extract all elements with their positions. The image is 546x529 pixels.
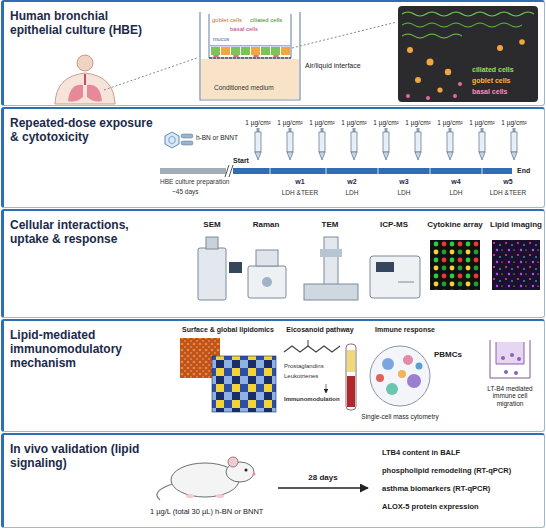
annotation-label: mucus [213, 36, 229, 42]
time-arrow [278, 487, 368, 489]
nanomaterial-icon [165, 132, 193, 148]
annotation-label: 1 µg/L (total 30 µL) h-BN or BNNT [150, 508, 263, 517]
annotation-label: Cytokine array [427, 220, 483, 229]
panel-heading: Lipid-mediated immunomodulatory mechanis… [10, 328, 170, 370]
annotation-label: 1 µg/cm² [309, 119, 334, 126]
annotation-label: phospholipid remodeling (RT-qPCR) [382, 467, 511, 476]
pipette-icons [255, 128, 517, 160]
annotation-label: Lipid imaging [490, 220, 542, 229]
annotation-label: ciliated cells [472, 66, 514, 74]
annotation-label: LDH &TEER [490, 189, 526, 196]
annotation-label: LDH [345, 189, 358, 196]
annotation-label: 1 µg/cm² [437, 119, 462, 126]
instrument-icons [198, 237, 540, 300]
annotation-label: w5 [503, 178, 512, 186]
transwell [200, 12, 300, 100]
annotation-label: LDH [397, 189, 410, 196]
annotation-label: Immune response [375, 326, 435, 334]
pbmc-cells [370, 346, 430, 406]
migration-transwell [490, 340, 530, 378]
annotation-label: End [517, 167, 530, 175]
annotation-label: ALOX-5 protein expression [382, 503, 479, 512]
annotation-label: basal cells [230, 26, 258, 33]
zoom-line [292, 22, 397, 48]
zoom-line [104, 58, 197, 90]
annotation-label: 1 µg/cm² [341, 119, 366, 126]
annotation-label: LTB4 content in BALF [382, 449, 460, 458]
annotation-label: SEM [203, 220, 220, 229]
annotation-label: 1 µg/cm² [501, 119, 526, 126]
annotation-label: LT-B4 mediated immune cell migration [480, 385, 540, 407]
annotation-label: h-BN or BNNT [196, 134, 238, 141]
annotation-label: asthma biomarkers (RT-qPCR) [382, 485, 490, 494]
annotation-label: TEM [322, 220, 339, 229]
panel-heading: Human bronchial epithelial culture (HBE) [10, 9, 160, 37]
annotation-label: Start [233, 157, 249, 165]
annotation-label: w1 [295, 178, 304, 186]
annotation-label: Conditioned medium [214, 84, 274, 91]
annotation-label: Single-cell mass cytometry [361, 413, 438, 420]
annotation-label: 1 µg/cm² [373, 119, 398, 126]
annotation-label: w2 [347, 178, 356, 186]
eicosanoid-molecule [284, 340, 340, 393]
annotation-label: Prostaglandins [284, 363, 324, 370]
annotation-label: Eicosanoid pathway [286, 326, 353, 334]
annotation-label: basal cells [472, 88, 507, 96]
panel-heading: Cellular interactions, uptake & response [10, 218, 170, 246]
annotation-label: 28 days [308, 473, 337, 482]
annotation-label: PBMCs [434, 350, 462, 359]
annotation-label: Surface & global lipidomics [182, 326, 274, 334]
annotation-label: Leukotrienes [284, 373, 318, 380]
panel-band: Lipid-mediated immunomodulatory mechanis… [1, 319, 545, 432]
human-figure [55, 55, 115, 104]
annotation-label: ~45 days [172, 188, 199, 195]
blood-tube [346, 344, 356, 410]
timeline [160, 165, 512, 177]
annotation-label: HBE culture preparation [160, 178, 229, 185]
mouse [157, 457, 256, 500]
annotation-label: Immunomodulation [284, 396, 340, 403]
annotation-label: w4 [451, 178, 460, 186]
annotation-label: goblet cells [472, 77, 511, 85]
annotation-label: 1 µg/cm² [405, 119, 430, 126]
annotation-label: LDH &TEER [282, 189, 318, 196]
annotation-label: 1 µg/cm² [277, 119, 302, 126]
panel-heading: In vivo validation (lipid signaling) [10, 442, 146, 470]
annotation-label: 1 µg/cm² [245, 119, 270, 126]
annotation-label: w3 [399, 178, 408, 186]
annotation-label: Air/liquid interface [305, 62, 361, 70]
panel-band: In vivo validation (lipid signaling) [1, 433, 545, 528]
panel-heading: Repeated-dose exposure & cytotoxicity [10, 116, 160, 144]
annotation-label: ICP-MS [380, 220, 408, 229]
micrograph [398, 6, 538, 102]
lipidomics-images [180, 338, 276, 412]
annotation-label: goblet cells [212, 17, 242, 24]
annotation-label: Raman [253, 220, 280, 229]
panel-band: Repeated-dose exposure & cytotoxicity [1, 107, 545, 208]
annotation-label: 1 µg/cm² [469, 119, 494, 126]
annotation-label: LDH [449, 189, 462, 196]
annotation-label: ciliated cells [250, 17, 282, 24]
